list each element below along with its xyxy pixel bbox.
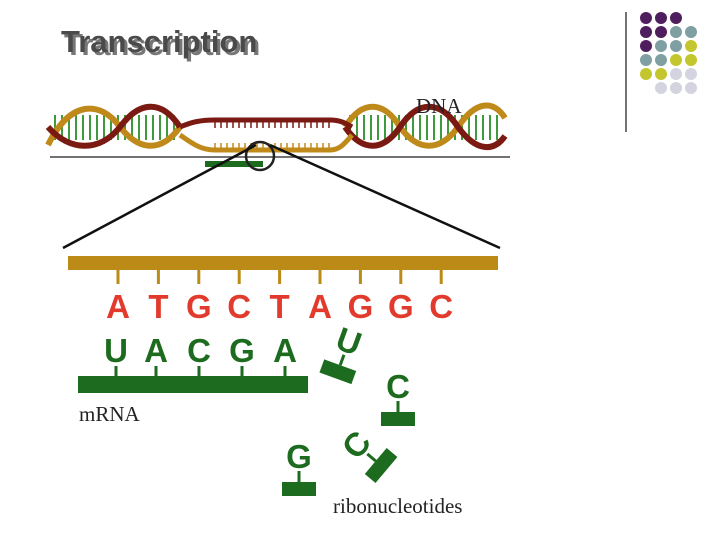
helix-strand-light-right xyxy=(342,102,508,149)
ribonucleotide-block xyxy=(282,482,316,496)
decorative-dot xyxy=(655,26,667,38)
ribonucleotide-stem xyxy=(338,354,346,366)
mrna-base-a: A xyxy=(273,332,297,369)
mrna-base-c: C xyxy=(187,332,211,369)
decorative-dot xyxy=(670,26,682,38)
zoom-line-right xyxy=(269,143,501,250)
decorative-dot xyxy=(670,82,682,94)
page-title: Transcription xyxy=(61,24,257,59)
zoom-line-left xyxy=(62,143,257,250)
decorative-dot xyxy=(685,82,697,94)
helix-strand-dark-right xyxy=(342,103,508,151)
template-strand-bar xyxy=(68,256,498,270)
ribonucleotide-g: G xyxy=(282,438,316,496)
template-strand-ticks xyxy=(116,270,443,284)
template-base-g: G xyxy=(388,288,414,325)
page-title-shadow: Transcription xyxy=(64,27,260,62)
decorative-dot xyxy=(670,40,682,52)
ribonucleotide-letter: U xyxy=(331,320,366,363)
template-base-a: A xyxy=(308,288,332,325)
template-base-g: G xyxy=(186,288,212,325)
decorative-dot xyxy=(655,54,667,66)
ribonucleotide-block xyxy=(381,412,415,426)
mrna-label: mRNA xyxy=(79,402,141,426)
ribonucleotide-letter: C xyxy=(386,368,410,405)
ribonucleotide-letter: G xyxy=(286,438,312,475)
decorative-dot xyxy=(655,12,667,24)
decorative-dot xyxy=(640,68,652,80)
mrna-base-g: G xyxy=(229,332,255,369)
decorative-dot xyxy=(670,12,682,24)
mrna-base-u: U xyxy=(104,332,128,369)
ribonucleotide-c: C xyxy=(381,368,415,426)
decorative-dot xyxy=(670,68,682,80)
decorative-dot xyxy=(640,26,652,38)
decorative-dot xyxy=(685,54,697,66)
helix-strand-dark-left xyxy=(45,103,183,149)
decorative-dot-grid xyxy=(640,12,697,94)
dna-helix: DNA xyxy=(45,94,510,172)
decorative-dot xyxy=(685,26,697,38)
ribonucleotide-block xyxy=(364,447,398,484)
decorative-dot xyxy=(640,12,652,24)
decorative-dot xyxy=(655,40,667,52)
mrna-base-a: A xyxy=(144,332,168,369)
mrna-strand-bar xyxy=(78,376,308,393)
ribonucleotide-stem xyxy=(366,452,377,463)
ribonucleotides-label: ribonucleotides xyxy=(333,494,462,518)
template-base-t: T xyxy=(270,288,290,325)
template-base-a: A xyxy=(106,288,130,325)
ribonucleotide-u: U xyxy=(319,320,366,385)
decorative-dot xyxy=(655,82,667,94)
template-base-t: T xyxy=(148,288,168,325)
template-base-c: C xyxy=(227,288,251,325)
decorative-dot xyxy=(685,40,697,52)
bubble-strand-top xyxy=(179,117,354,130)
magnifier-circle xyxy=(244,140,276,172)
decorative-dot xyxy=(655,68,667,80)
nascent-mrna-strand xyxy=(205,161,263,167)
template-base-c: C xyxy=(429,288,453,325)
ribonucleotide-c: C xyxy=(334,424,398,484)
template-base-g: G xyxy=(348,288,374,325)
dna-label: DNA xyxy=(416,94,462,118)
ribonucleotide-block xyxy=(319,359,357,385)
decorative-dot xyxy=(670,54,682,66)
decorative-dot xyxy=(640,54,652,66)
decorative-dot xyxy=(640,40,652,52)
decorative-dot xyxy=(685,68,697,80)
bubble-ticks xyxy=(214,122,330,148)
